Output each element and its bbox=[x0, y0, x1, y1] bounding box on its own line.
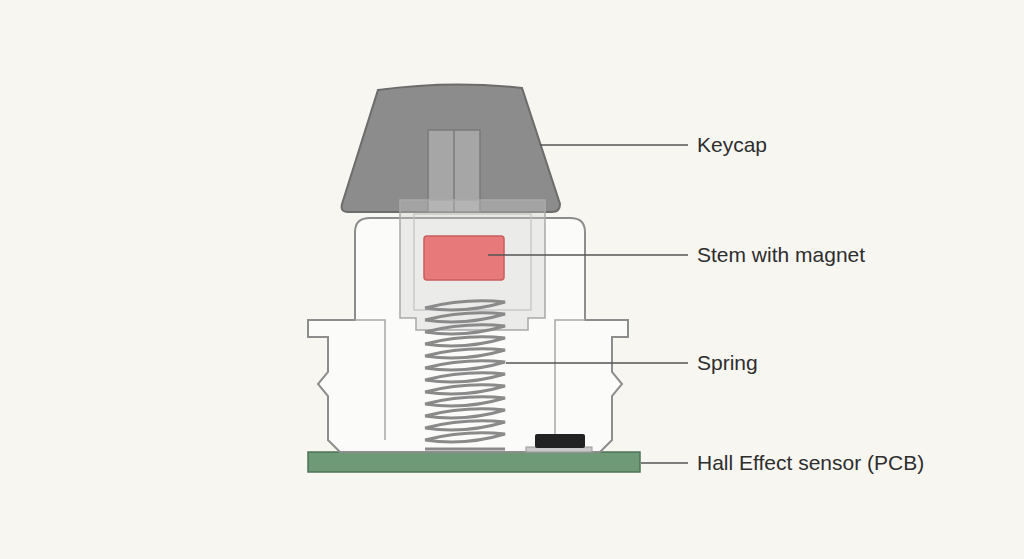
spring-coil bbox=[425, 361, 505, 370]
spring-coil bbox=[425, 349, 505, 358]
part-label: Stem with magnet bbox=[697, 242, 865, 267]
part-label: Spring bbox=[697, 350, 758, 375]
leader-lines bbox=[488, 145, 688, 463]
spring-coil bbox=[425, 433, 505, 442]
magnet bbox=[424, 236, 504, 280]
part-label: Keycap bbox=[697, 132, 767, 157]
hall-sensor bbox=[535, 434, 585, 448]
spring-coil bbox=[425, 385, 505, 394]
spring-coil bbox=[425, 373, 505, 382]
spring-base bbox=[425, 448, 505, 451]
spring-coil bbox=[425, 397, 505, 406]
spring-coil bbox=[425, 409, 505, 418]
spring-coil bbox=[425, 301, 505, 310]
spring-coil bbox=[425, 337, 505, 346]
spring bbox=[425, 301, 505, 449]
stem bbox=[400, 200, 545, 330]
leader-line bbox=[540, 144, 688, 146]
stem-inner bbox=[414, 214, 531, 310]
part-label: Hall Effect sensor (PCB) bbox=[697, 450, 924, 475]
leader-line bbox=[488, 254, 688, 256]
spring-coil bbox=[425, 325, 505, 334]
housing-inner-wall bbox=[355, 320, 585, 440]
leader-line bbox=[641, 462, 688, 464]
spring-coil bbox=[425, 313, 505, 322]
pcb bbox=[308, 452, 640, 472]
keycap bbox=[342, 84, 560, 212]
switch-housing bbox=[308, 218, 628, 452]
leader-line bbox=[506, 362, 688, 364]
spring-coil bbox=[425, 421, 505, 430]
